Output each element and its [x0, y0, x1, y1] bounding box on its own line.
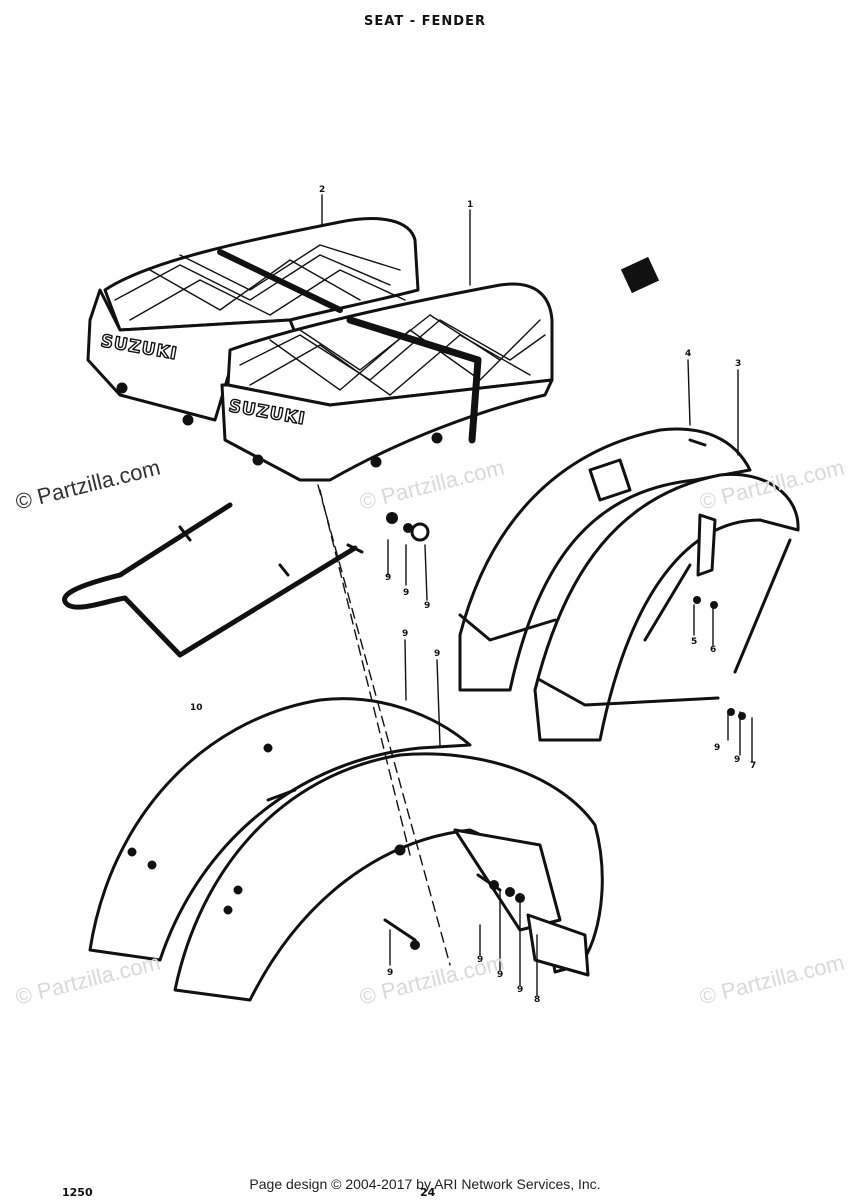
- callout-7: 9: [385, 573, 391, 583]
- callout-6: 9: [434, 649, 440, 659]
- page-number: 24: [420, 1186, 436, 1199]
- callout-10: 9: [424, 601, 430, 611]
- callout-5: 9: [402, 629, 408, 639]
- callout-16: 9: [477, 955, 483, 965]
- callout-2: 1: [467, 200, 473, 210]
- rear-fender-part-3: [458, 427, 800, 742]
- callout-3: 4: [685, 349, 691, 359]
- diagram-title: SEAT - FENDER: [364, 14, 486, 29]
- callout-4: 3: [735, 359, 741, 369]
- callout-19: 7: [750, 761, 756, 771]
- callout-11: 5: [691, 637, 697, 647]
- seat-front-part-1: SUZUKI: [220, 282, 554, 482]
- callout-1: 2: [319, 185, 325, 195]
- seat-bracket-part-10: [62, 502, 364, 658]
- callout-14: 9: [734, 755, 740, 765]
- callout-15: 9: [387, 968, 393, 978]
- callout-18: 9: [517, 985, 523, 995]
- callout-numbers: 2 1 4 3 9 9 9 10 9 9 5 6 9 9 9 9 9 9 7 8: [190, 185, 756, 1005]
- callout-17: 9: [497, 970, 503, 980]
- callout-9: 9: [403, 588, 409, 598]
- callout-20: 8: [534, 995, 540, 1005]
- front-fender-part-9: [88, 697, 604, 1002]
- callout-13: 9: [714, 743, 720, 753]
- footer-copyright: Page design © 2004-2017 by ARI Network S…: [249, 1176, 601, 1192]
- callout-8: 10: [190, 703, 203, 713]
- page-code: 1250: [62, 1186, 93, 1199]
- callout-12: 6: [710, 645, 716, 655]
